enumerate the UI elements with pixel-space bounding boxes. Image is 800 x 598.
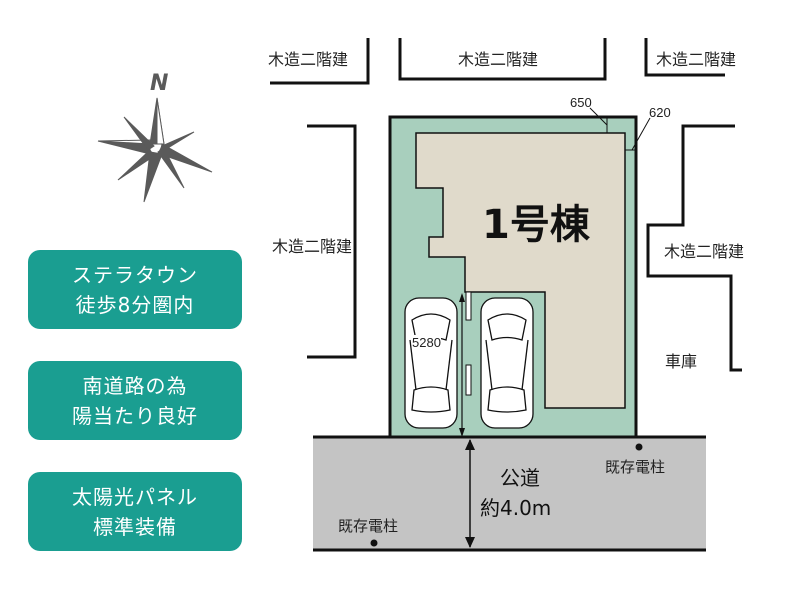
garage-label: 車庫 (665, 352, 698, 371)
dimension-top: 650 (570, 95, 592, 110)
feature-box-solar: 太陽光パネル 標準装備 (28, 472, 242, 551)
road-label: 公道 (500, 466, 540, 490)
building-label: 1号棟 (482, 202, 590, 248)
compass: N (88, 62, 218, 212)
feature-line: ステラタウン (72, 262, 198, 287)
neighbor-label-top-center: 木造二階建 (458, 50, 539, 69)
feature-box-sunlight: 南道路の為 陽当たり良好 (28, 361, 242, 440)
north-label: N (150, 71, 168, 96)
utility-pole-label-right: 既存電柱 (605, 458, 666, 476)
neighbor-label-left: 木造二階建 (272, 237, 353, 256)
road-width-label: 約4.0m (480, 496, 552, 520)
dimension-right: 620 (649, 105, 671, 120)
feature-line: 陽当たり良好 (72, 403, 198, 428)
feature-box-station: ステラタウン 徒歩8分圏内 (28, 250, 242, 329)
feature-line: 南道路の為 (82, 373, 188, 398)
neighbor-label-top-left: 木造二階建 (268, 50, 349, 69)
utility-pole-label-left: 既存電柱 (338, 517, 399, 535)
car-left-icon (404, 297, 458, 429)
neighbor-label-top-right: 木造二階建 (656, 50, 737, 69)
compass-rose-icon: N (97, 71, 213, 203)
feature-line: 標準装備 (93, 514, 177, 539)
utility-pole-icon (370, 539, 378, 547)
car-right-icon (480, 297, 534, 429)
neighbor-label-right: 木造二階建 (664, 242, 745, 261)
feature-line: 徒歩8分圏内 (75, 292, 195, 317)
utility-pole-icon (635, 443, 643, 451)
dimension-parking: 5280 (412, 335, 441, 350)
feature-line: 太陽光パネル (72, 484, 198, 509)
